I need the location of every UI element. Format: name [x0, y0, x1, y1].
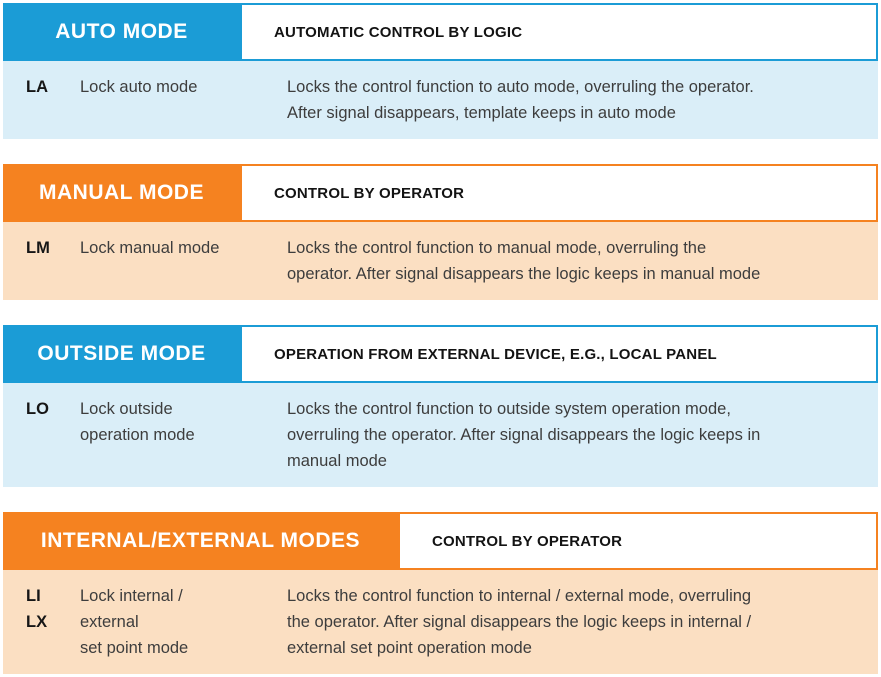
section-internal-external-modes: INTERNAL/EXTERNAL MODES CONTROL BY OPERA… — [3, 512, 878, 674]
section-header: OUTSIDE MODE OPERATION FROM EXTERNAL DEV… — [3, 325, 878, 383]
signal-label: Lock auto mode — [80, 78, 198, 96]
mode-subtitle-box: OPERATION FROM EXTERNAL DEVICE, E.G., LO… — [240, 325, 878, 383]
mode-title-block: INTERNAL/EXTERNAL MODES — [3, 512, 398, 570]
mode-title: INTERNAL/EXTERNAL MODES — [40, 529, 361, 552]
mode-subtitle-box: CONTROL BY OPERATOR — [398, 512, 878, 570]
signal-code: LA — [26, 78, 48, 96]
table-row: LA Lock auto mode Locks the control func… — [3, 61, 878, 139]
mode-title: AUTO MODE — [55, 20, 188, 43]
section-header: MANUAL MODE CONTROL BY OPERATOR — [3, 164, 878, 222]
table-row: LO Lock outside operation mode Locks the… — [3, 383, 878, 487]
mode-title: OUTSIDE MODE — [37, 342, 206, 365]
mode-title-block: MANUAL MODE — [3, 164, 240, 222]
mode-subtitle-box: AUTOMATIC CONTROL BY LOGIC — [240, 3, 878, 61]
signal-description: Locks the control function to manual mod… — [287, 239, 761, 283]
signal-code: LM — [26, 239, 50, 257]
section-auto-mode: AUTO MODE AUTOMATIC CONTROL BY LOGIC LA … — [3, 3, 878, 139]
mode-subtitle: CONTROL BY OPERATOR — [432, 532, 623, 550]
section-manual-mode: MANUAL MODE CONTROL BY OPERATOR LM Lock … — [3, 164, 878, 300]
mode-title: MANUAL MODE — [39, 181, 204, 204]
signal-description: Locks the control function to internal /… — [287, 587, 752, 657]
signal-label: Lock outside operation mode — [80, 400, 195, 444]
signal-code: LI LX — [26, 587, 48, 631]
mode-subtitle: OPERATION FROM EXTERNAL DEVICE, E.G., LO… — [274, 345, 717, 363]
signal-code: LO — [26, 400, 49, 418]
table-row: LM Lock manual mode Locks the control fu… — [3, 222, 878, 300]
mode-title-block: AUTO MODE — [3, 3, 240, 61]
signal-label: Lock manual mode — [80, 239, 220, 257]
mode-subtitle: AUTOMATIC CONTROL BY LOGIC — [274, 23, 523, 41]
signal-description: Locks the control function to auto mode,… — [287, 78, 754, 122]
signal-description: Locks the control function to outside sy… — [287, 400, 761, 470]
table-row: LI LX Lock internal / external set point… — [3, 570, 878, 674]
section-header: AUTO MODE AUTOMATIC CONTROL BY LOGIC — [3, 3, 878, 61]
section-outside-mode: OUTSIDE MODE OPERATION FROM EXTERNAL DEV… — [3, 325, 878, 487]
signal-label: Lock internal / external set point mode — [80, 587, 189, 657]
mode-subtitle-box: CONTROL BY OPERATOR — [240, 164, 878, 222]
section-header: INTERNAL/EXTERNAL MODES CONTROL BY OPERA… — [3, 512, 878, 570]
mode-subtitle: CONTROL BY OPERATOR — [274, 184, 465, 202]
mode-title-block: OUTSIDE MODE — [3, 325, 240, 383]
